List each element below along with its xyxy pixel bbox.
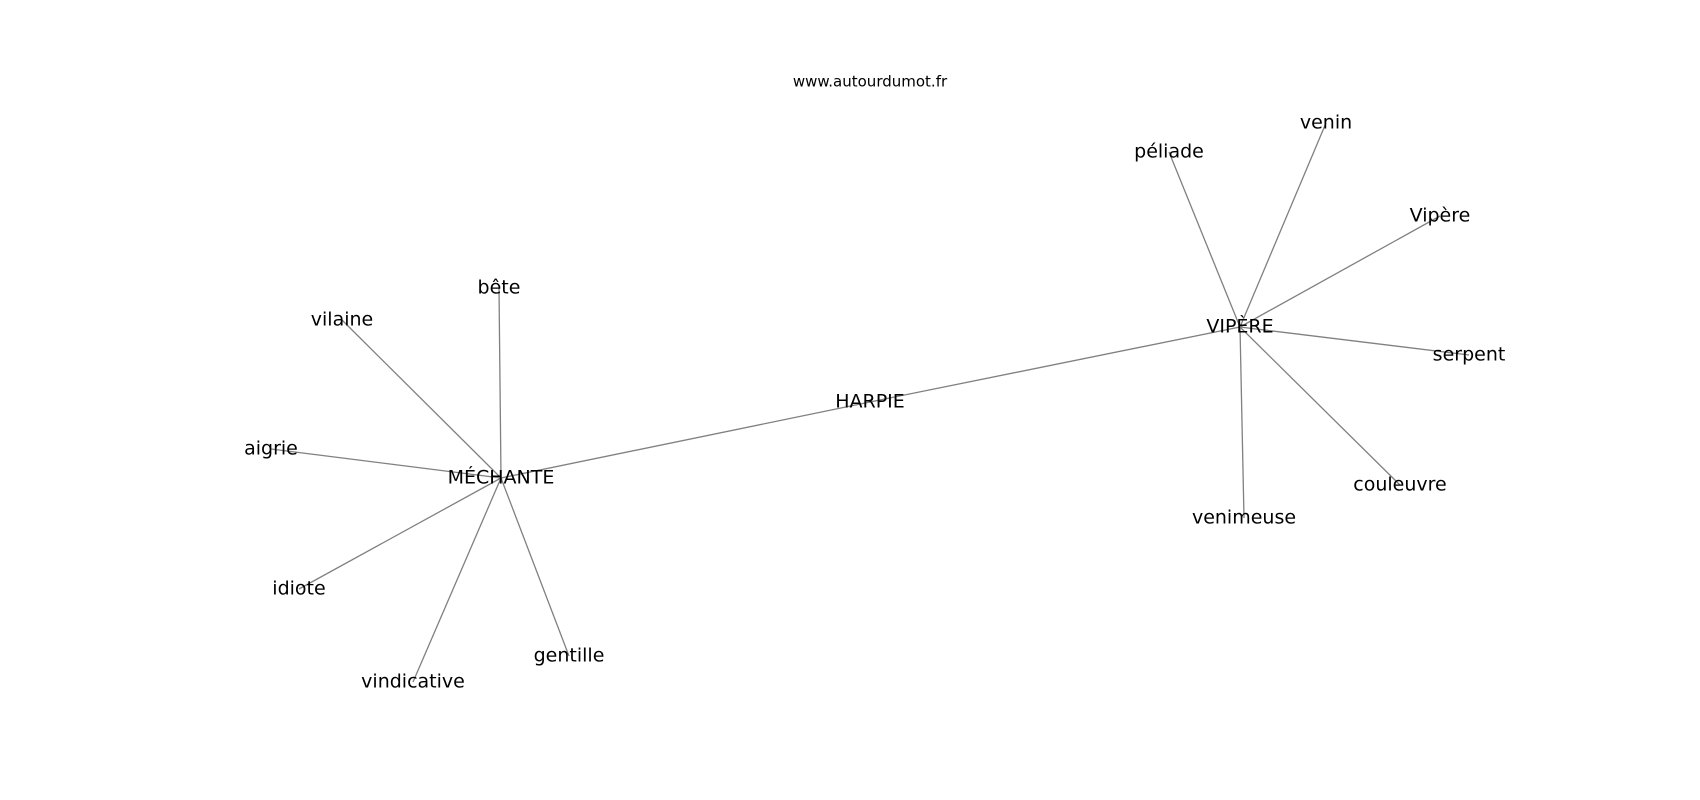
- edge-vipere_hub-venin: [1239, 122, 1327, 328]
- node-label-serpent: serpent: [1433, 344, 1506, 366]
- node-label-harpie: HARPIE: [835, 391, 905, 413]
- graph-edges: [270, 122, 1470, 683]
- edge-mechante-bete: [498, 287, 502, 479]
- edge-vipere_hub-serpent: [1239, 326, 1470, 356]
- node-label-vilaine: vilaine: [311, 309, 373, 331]
- node-label-bete: bête: [478, 277, 521, 299]
- edge-vipere_hub-peliade: [1168, 151, 1241, 328]
- node-label-vindicative: vindicative: [361, 671, 465, 693]
- node-label-aigrie: aigrie: [244, 438, 298, 460]
- site-url: www.autourdumot.fr: [793, 73, 948, 91]
- node-label-peliade: péliade: [1134, 141, 1204, 163]
- edge-vipere_hub-couleuvre: [1239, 326, 1401, 486]
- edge-vipere_hub-vipere_word: [1239, 215, 1441, 328]
- graph-labels: HARPIE MÉCHANTE VIPÈRE bête vilaine aigrie idi…: [244, 112, 1505, 693]
- node-label-vipere_hub: VIPÈRE: [1206, 315, 1273, 338]
- edge-mechante-gentille: [500, 477, 570, 657]
- edge-mechante-idiote: [298, 477, 502, 590]
- node-label-vipere_word: Vipère: [1410, 205, 1471, 227]
- edge-mechante-vindicative: [412, 477, 502, 683]
- node-label-mechante: MÉCHANTE: [448, 466, 555, 489]
- node-label-venin: venin: [1300, 112, 1352, 134]
- edge-vipere_hub-venimeuse: [1239, 326, 1245, 519]
- edge-mechante-aigrie: [270, 448, 502, 479]
- edge-harpie-vipere_hub: [869, 326, 1241, 403]
- edge-harpie-mechante: [500, 401, 871, 479]
- node-label-couleuvre: couleuvre: [1353, 474, 1446, 496]
- edge-mechante-vilaine: [341, 319, 502, 479]
- node-label-venimeuse: venimeuse: [1192, 507, 1296, 529]
- node-label-idiote: idiote: [272, 578, 325, 600]
- node-label-gentille: gentille: [534, 645, 605, 667]
